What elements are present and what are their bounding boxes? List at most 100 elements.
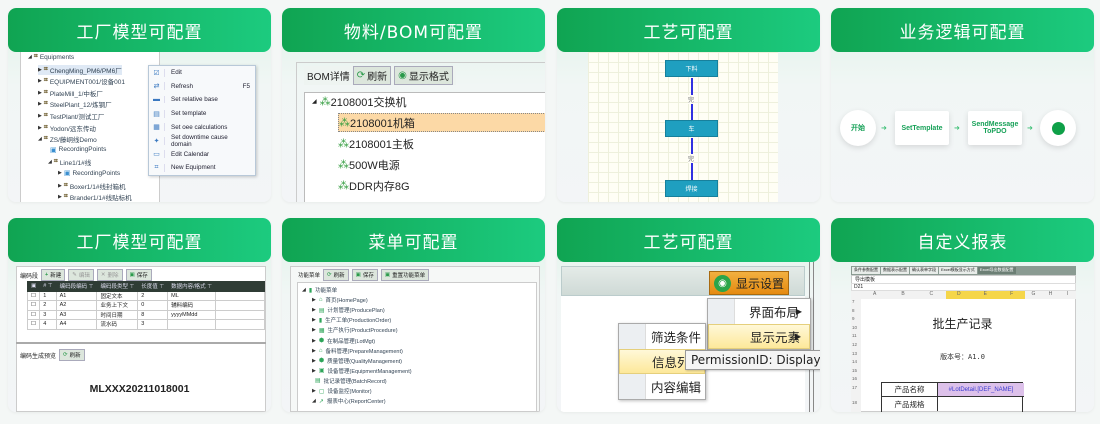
expand-icon[interactable]: ◢ (48, 159, 52, 166)
menu-tree-item[interactable]: ▶⬢质量管理(QualityManagement) (312, 357, 402, 365)
column-header[interactable]: F (998, 291, 1025, 299)
expand-icon[interactable]: ◢ (312, 99, 317, 105)
column-header[interactable]: A (872, 291, 877, 297)
filter-icon[interactable]: ⊤ (47, 283, 53, 290)
column-header[interactable]: E (972, 291, 999, 299)
flow-end-node[interactable] (1040, 110, 1076, 146)
column-header[interactable]: H (1048, 291, 1053, 297)
tree-item[interactable]: ▶⌗PlateMill_1/中板厂 (38, 88, 103, 98)
tree-item[interactable]: ▶⌗Brander1/1#线贴标机 (58, 192, 132, 202)
tree-item[interactable]: ◢⌗Line1/1#线 (48, 157, 91, 167)
menu-tree-item[interactable]: ▶⌂备料管理(PrepareManagement) (312, 347, 403, 355)
report-tab[interactable]: Excel模板显示方式 (939, 267, 977, 274)
display-format-button[interactable]: ◉显示格式 (394, 66, 453, 85)
expand-icon[interactable]: ▶ (312, 357, 316, 364)
filter-icon[interactable]: ⊤ (88, 284, 94, 291)
context-menu-item[interactable]: ✦Set downtime cause domain (149, 134, 255, 148)
tree-item[interactable]: ▶▣RecordingPoints (58, 169, 120, 178)
column-header[interactable]: 数据内容/格式 ⊤ (167, 281, 216, 292)
select-all-checkbox[interactable]: ▣ (26, 281, 41, 292)
column-header[interactable]: I (1066, 291, 1069, 297)
new-button[interactable]: +新建 (41, 269, 66, 281)
expand-icon[interactable]: ◢ (38, 136, 42, 143)
save-button[interactable]: ▣保存 (125, 269, 152, 281)
tree-item[interactable]: ▶⌗ChengMing_PM6/PM6厂 (38, 64, 122, 75)
flow-node[interactable]: SendMessage ToPDO (968, 111, 1022, 145)
menu-item-display-elements[interactable]: 显示元素▶ (708, 324, 810, 349)
column-header[interactable]: D (945, 291, 972, 299)
expand-icon[interactable]: ◢ (312, 398, 316, 405)
expand-icon[interactable]: ▶ (38, 89, 42, 96)
context-menu-item[interactable]: ▦Set oee calculations (149, 120, 255, 134)
display-settings-button[interactable]: ◉ 显示设置 (709, 271, 789, 295)
expand-icon[interactable]: ▶ (38, 113, 42, 119)
row-header[interactable]: 15 (852, 367, 858, 373)
menu-tree-item[interactable]: ◢↗报表中心(ReportCenter) (312, 397, 386, 405)
reset-menu-button[interactable]: ▣重置功能菜单 (380, 269, 430, 281)
row-header[interactable]: 7 (852, 299, 855, 304)
bom-tree-item[interactable]: ⁂DDR内存8G (338, 176, 410, 195)
expand-icon[interactable]: ▶ (312, 327, 316, 334)
row-header[interactable]: 17 (852, 384, 858, 390)
report-tab[interactable]: 条件参数配置 (852, 267, 880, 274)
tree-item[interactable]: ▣RecordingPoints (48, 146, 106, 154)
row-header[interactable]: 16 (852, 376, 858, 382)
expand-icon[interactable]: ▶ (312, 297, 316, 304)
tree-item[interactable]: ▶⌗SteelPlant_12/炼钢厂 (38, 99, 112, 109)
field-value-empty[interactable] (938, 397, 1024, 411)
save-button[interactable]: ▣保存 (351, 269, 378, 281)
row-header[interactable]: 12 (852, 341, 858, 347)
tree-item[interactable]: ▶⌗EQUIPMENT001/设备001 (38, 76, 125, 86)
expand-icon[interactable]: ◢ (28, 54, 32, 60)
row-header[interactable]: 11 (852, 333, 857, 339)
filter-icon[interactable]: ⊤ (129, 284, 135, 291)
expand-icon[interactable]: ▶ (312, 307, 316, 314)
filter-icon[interactable]: ⊤ (207, 284, 212, 291)
expand-icon[interactable]: ▶ (312, 367, 316, 374)
column-header[interactable]: B (901, 291, 905, 297)
flow-node[interactable]: 焊接 (665, 180, 718, 197)
expand-icon[interactable]: ▶ (312, 347, 316, 354)
bom-tree-item[interactable]: ⁂2108001机箱 (338, 113, 545, 132)
corner-cell[interactable] (851, 291, 860, 299)
report-tab[interactable]: 确认表单字段 (910, 267, 938, 274)
expand-icon[interactable]: ◢ (302, 287, 306, 293)
tree-item[interactable]: ◢⌗ZS/藤峒线Demo (38, 134, 97, 144)
refresh-button[interactable]: ⟳刷新 (352, 66, 392, 85)
flow-start-node[interactable]: 开始 (840, 110, 876, 146)
row-checkbox[interactable]: ☐ (26, 300, 41, 311)
tree-item[interactable]: ▶⌗TestPlant/测试工厂 (38, 111, 104, 121)
expand-icon[interactable]: ▶ (58, 170, 62, 176)
expand-icon[interactable]: ▶ (312, 337, 316, 344)
tree-item[interactable]: ▶⌗Yodon/远东传动 (38, 123, 96, 133)
row-header[interactable]: 10 (852, 324, 858, 330)
menu-tree-item[interactable]: ▶▮生产工单(ProductionOrder) (312, 316, 391, 324)
column-header[interactable]: 编码段类型 ⊤ (96, 281, 139, 292)
report-tab[interactable]: 数据表示配置 (881, 267, 909, 274)
column-header[interactable]: C (929, 291, 934, 297)
field-value[interactable]: #LotDetail.[DEF_NAME] (938, 383, 1024, 397)
menu-item-content-edit[interactable]: 内容编辑 (619, 374, 705, 399)
splitter[interactable] (16, 342, 266, 344)
row-header[interactable]: 18 (852, 399, 858, 405)
row-checkbox[interactable]: ☐ (26, 319, 41, 330)
bom-tree-item[interactable]: ⁂2108001主板 (338, 134, 414, 153)
column-header[interactable]: 长度值 ⊤ (137, 281, 169, 292)
row-header[interactable]: 9 (852, 316, 855, 322)
expand-icon[interactable]: ▶ (38, 78, 42, 85)
expand-icon[interactable]: ▶ (38, 101, 42, 108)
context-menu-item[interactable]: ▬Set relative base (149, 93, 255, 107)
menu-tree-item[interactable]: ▶▦生产执行(ProductProcedure) (312, 326, 398, 334)
menu-tree-item[interactable]: ▶⬢在制品管理(LotMgt) (312, 337, 375, 345)
row-header[interactable]: 8 (852, 307, 855, 313)
context-menu-item[interactable]: ▤Set template (149, 107, 255, 121)
context-menu-item[interactable]: ⌗New Equipment (149, 161, 255, 175)
flow-node[interactable]: SetTemplate (895, 111, 949, 145)
menu-tree-item[interactable]: ▤批记录管理(BatchRecord) (312, 377, 387, 385)
context-menu-item[interactable]: ▭Edit Calendar (149, 148, 255, 162)
row-header[interactable]: 14 (852, 359, 858, 365)
